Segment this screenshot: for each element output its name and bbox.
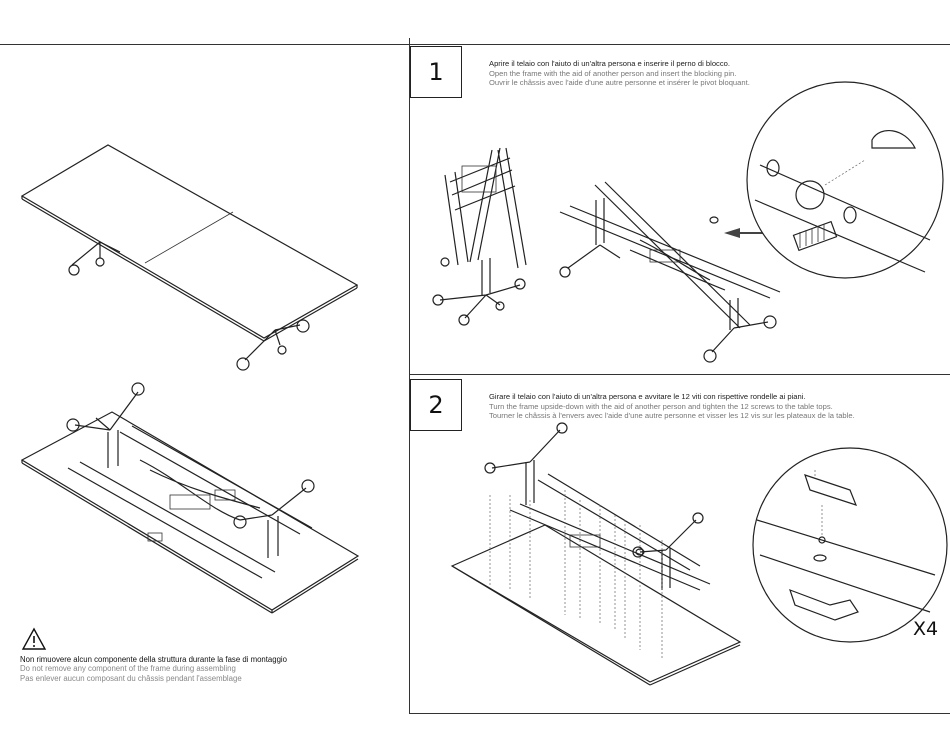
upside-down-frame-illustration (20, 382, 360, 614)
screw-quantity-label: X4 (913, 618, 939, 640)
assembled-table-illustration (20, 144, 359, 371)
top-border (0, 44, 950, 45)
step-2-text-fr: Tourner le châssis à l'envers avec l'aid… (489, 411, 855, 421)
step-1-text-en: Open the frame with the aid of another p… (489, 68, 737, 78)
step-2-instructions: Girare il telaio con l'aiuto di un'altra… (489, 392, 855, 421)
vertical-divider (409, 38, 410, 714)
step-1-number: 1 (410, 46, 462, 98)
warning-text: Non rimuovere alcun componente della str… (20, 655, 287, 683)
step-1-instructions: Aprire il telaio con l'aiuto di un'altra… (489, 59, 750, 88)
step-2-number: 2 (410, 379, 462, 431)
warning-text-en: Do not remove any component of the frame… (20, 664, 236, 674)
step-divider (409, 374, 950, 375)
step-1-text-fr: Ouvrir le châssis avec l'aide d'une autr… (489, 78, 750, 88)
warning-text-fr: Pas enlever aucun composant du châssis p… (20, 673, 242, 683)
step-1-text-it: Aprire il telaio con l'aiuto di un'altra… (489, 59, 730, 68)
step-2-text-en: Turn the frame upside-down with the aid … (489, 401, 833, 411)
step-2-text-it: Girare il telaio con l'aiuto di un'altra… (489, 392, 806, 401)
warning-triangle-icon (21, 627, 47, 650)
bottom-border (409, 713, 950, 714)
warning-text-it: Non rimuovere alcun componente della str… (20, 655, 287, 664)
